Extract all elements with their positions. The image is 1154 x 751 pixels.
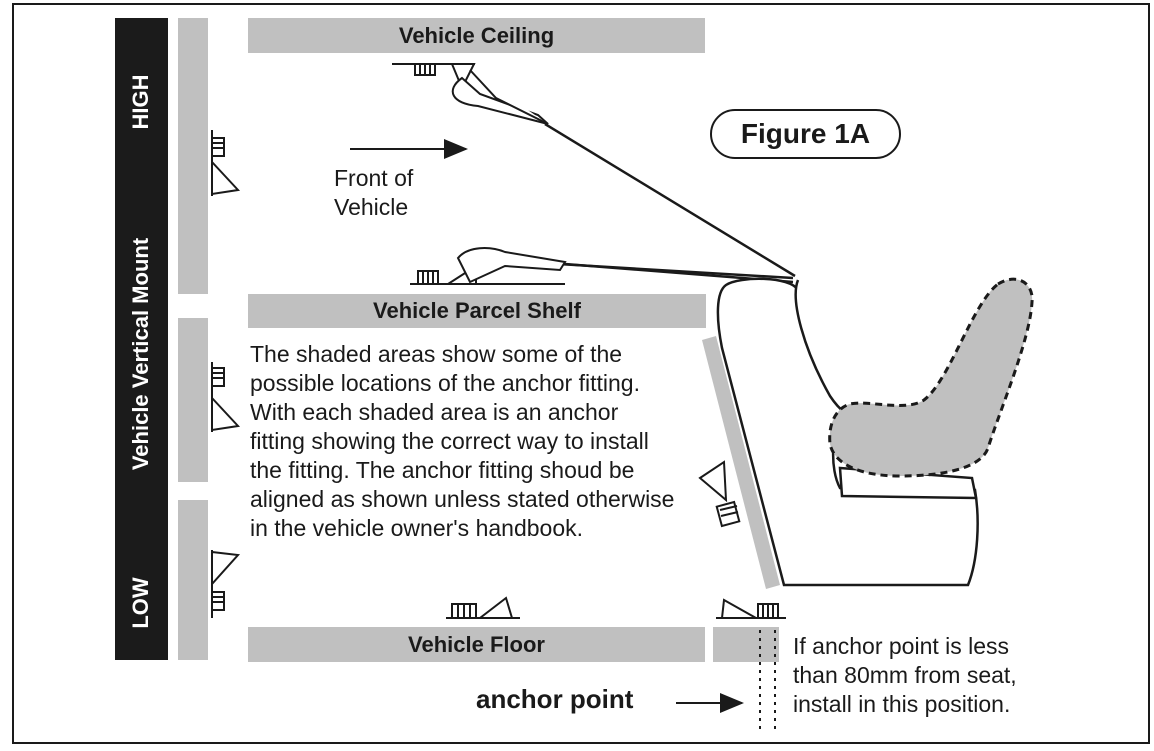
floor-label: Vehicle Floor [408,631,545,657]
description-text: The shaded areas show some of the possib… [250,340,674,543]
seat-back-anchor-fitting-icon [698,460,741,528]
ceiling-anchor-fitting-icon [392,63,549,125]
anchor-point-label: anchor point [476,684,634,714]
wall-anchor-fitting-mid-icon [211,362,241,432]
front-of-vehicle-line: Vehicle [334,194,409,220]
note-text: If anchor point is less than 80mm from s… [793,632,1017,719]
figure-label: Figure 1A [710,109,901,159]
wall-zone-low [178,500,208,660]
description-line: possible locations of the anchor fitting… [250,370,640,396]
diagram-frame [12,3,1150,744]
child-seat-outline [828,277,1034,478]
floor-bar: Vehicle Floor [248,627,705,662]
floor-near-seat-zone [713,627,779,662]
wall-anchor-fitting-high-icon [211,130,241,196]
ceiling-label: Vehicle Ceiling [398,22,555,48]
description-line: aligned as shown unless stated otherwise [250,486,675,512]
wall-zone-mid [178,318,208,482]
ceiling-bar: Vehicle Ceiling [248,18,705,53]
parcel-shelf-label: Vehicle Parcel Shelf [373,298,581,323]
front-of-vehicle-line: Front of [334,165,414,191]
wall-zone-high [178,18,208,294]
description-line: in the vehicle owner's handbook. [250,515,583,541]
floor-near-seat-anchor-fitting-icon [716,598,786,619]
vertical-mount-bar: HIGH Vehicle Vertical Mount LOW [115,18,168,660]
description-line: With each shaded area is an anchor [250,399,619,425]
front-of-vehicle-text: Front of Vehicle [334,164,413,222]
parcel-shelf-bar: Vehicle Parcel Shelf [248,294,706,328]
description-line: The shaded areas show some of the [250,341,623,367]
description-line: fitting showing the correct way to insta… [250,428,649,454]
description-line: the fitting. The anchor fitting shoud be [250,457,635,483]
wall-anchor-fitting-low-icon [211,550,241,618]
seat-back-zone [702,336,780,589]
note-line: If anchor point is less [793,633,1010,659]
parcel-shelf-anchor-fitting-icon [410,247,567,285]
floor-anchor-fitting-icon [446,596,520,619]
note-line: than 80mm from seat, [793,662,1017,688]
note-line: install in this position. [793,691,1011,717]
